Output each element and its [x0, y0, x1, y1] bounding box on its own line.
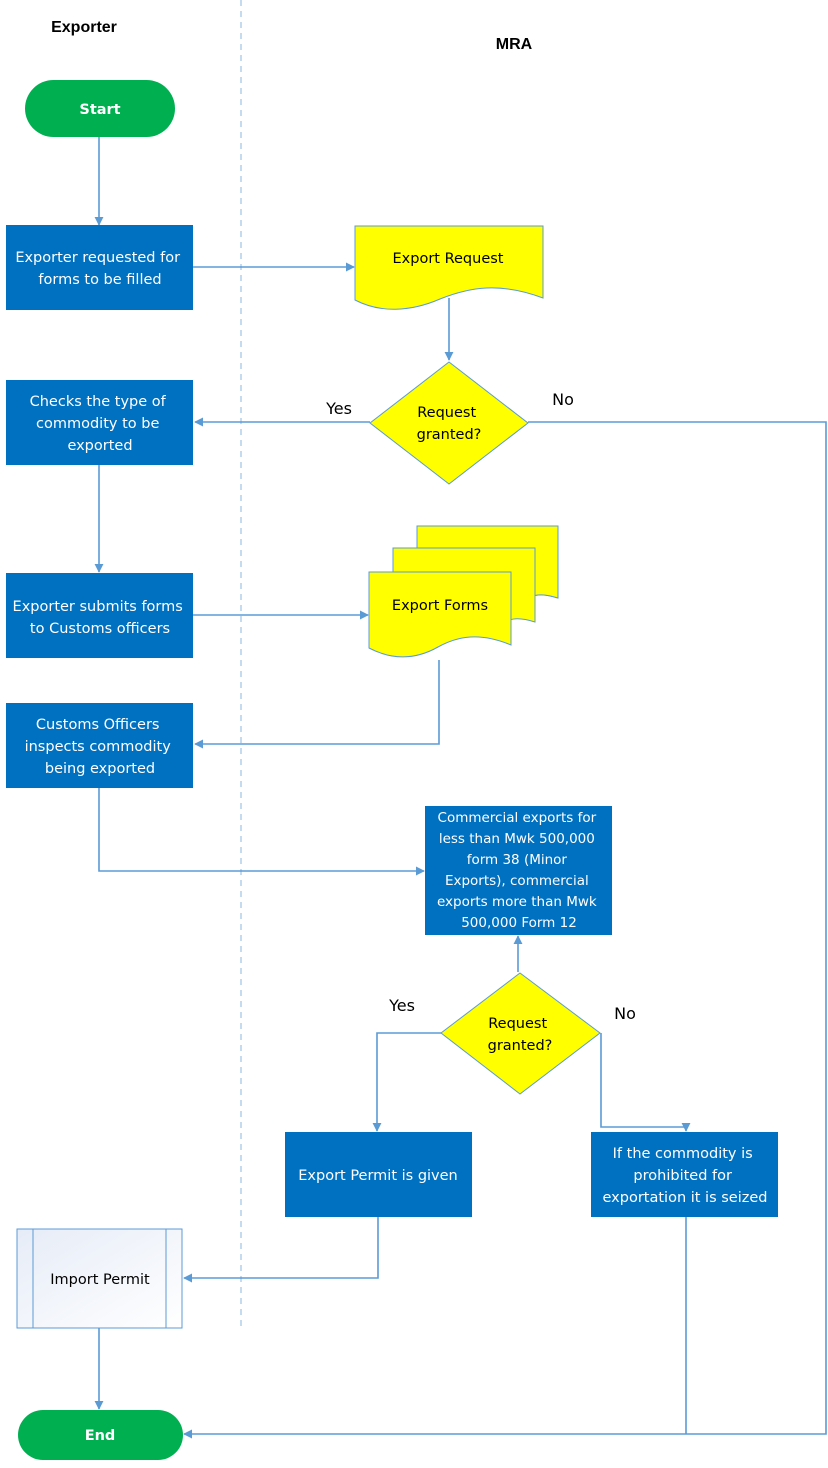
- process-check-commodity: Checks the type of commodity to be expor…: [6, 380, 193, 465]
- edge-decision-1-no: [183, 421, 827, 1439]
- edge-permit-to-import: [183, 1217, 379, 1283]
- decision-1-no-label: No: [552, 390, 574, 409]
- end-label: End: [85, 1428, 116, 1444]
- svg-text:Checks the type of commo: Checks the type of commodity to be expor…: [30, 394, 171, 454]
- svg-text:Exporter requested for f: Exporter requested for forms to be fille…: [15, 250, 184, 288]
- start-label: Start: [79, 102, 120, 118]
- request-forms-line-2: forms to be filled: [38, 272, 161, 288]
- submit-forms-line-1: Exporter submits forms: [13, 599, 183, 615]
- decision-1-line-1: Request: [417, 405, 476, 421]
- process-commodity-seized: If the commodity is prohibited for expor…: [591, 1132, 778, 1217]
- lane-title-mra: MRA: [496, 36, 533, 53]
- document-export-request: Export Request: [354, 225, 544, 310]
- commercial-line-6: 500,000 Form 12: [461, 915, 577, 931]
- decision-2-yes-label: Yes: [388, 996, 415, 1015]
- inspect-line-3: being exported: [45, 761, 155, 777]
- process-commercial-exports: Commercial exports for less than Mwk 500…: [425, 806, 612, 935]
- end-terminal: End: [18, 1410, 183, 1460]
- seized-line-3: exportation it is seized: [603, 1190, 768, 1206]
- multidocument-export-forms: Export Forms: [368, 525, 559, 658]
- svg-text:If the commodity is proh: If the commodity is prohibited for expor…: [603, 1146, 768, 1206]
- check-commodity-line-1: Checks the type of: [30, 394, 167, 410]
- commercial-line-1: Commercial exports for: [438, 810, 597, 826]
- process-inspect-commodity: Customs Officers inspects commodity bein…: [6, 703, 193, 788]
- svg-text:Request granted?: Request granted?: [488, 1016, 553, 1054]
- decision-request-granted-1: Request granted?: [369, 361, 529, 485]
- svg-text:Exporter submits forms t: Exporter submits forms to Customs office…: [13, 599, 188, 637]
- start-terminal: Start: [25, 80, 175, 137]
- subprocess-import-permit: Import Permit: [16, 1228, 183, 1329]
- lane-title-exporter: Exporter: [51, 19, 117, 36]
- svg-text:Customs Officers inspect: Customs Officers inspects commodity bein…: [25, 717, 176, 777]
- edge-decision-2-yes: [372, 1032, 442, 1132]
- check-commodity-line-2: commodity to be: [36, 416, 159, 432]
- submit-forms-line-2: to Customs officers: [30, 621, 170, 637]
- seized-line-1: If the commodity is: [613, 1146, 753, 1162]
- process-request-forms: Exporter requested for forms to be fille…: [6, 225, 193, 310]
- request-forms-line-1: Exporter requested for: [15, 250, 180, 266]
- svg-text:Commercial exports for l: Commercial exports for less than Mwk 500…: [437, 810, 601, 931]
- seized-line-2: prohibited for: [633, 1168, 732, 1184]
- inspect-line-1: Customs Officers: [36, 717, 160, 733]
- check-commodity-line-3: exported: [67, 438, 132, 454]
- decision-2-line-1: Request: [488, 1016, 547, 1032]
- decision-1-yes-label: Yes: [325, 399, 352, 418]
- commercial-line-3: form 38 (Minor: [467, 852, 568, 868]
- decision-2-line-2: granted?: [488, 1038, 553, 1054]
- svg-text:Request granted?: Request granted?: [417, 405, 482, 443]
- export-forms-label: Export Forms: [392, 598, 488, 614]
- edge-decision-2-no: [600, 1033, 691, 1132]
- import-permit-label: Import Permit: [50, 1272, 150, 1288]
- decision-request-granted-2: Request granted?: [440, 972, 601, 1095]
- commercial-line-5: exports more than Mwk: [437, 894, 597, 910]
- decision-2-no-label: No: [614, 1004, 636, 1023]
- inspect-line-2: inspects commodity: [25, 739, 172, 755]
- export-request-label: Export Request: [393, 251, 504, 267]
- process-permit-given: Export Permit is given: [285, 1132, 472, 1217]
- edge-inspect-to-commercial: [98, 788, 425, 876]
- process-submit-forms: Exporter submits forms to Customs office…: [6, 573, 193, 658]
- decision-1-line-2: granted?: [417, 427, 482, 443]
- permit-given-label: Export Permit is given: [298, 1168, 458, 1184]
- commercial-line-2: less than Mwk 500,000: [439, 831, 595, 847]
- edge-export-forms-to-inspect: [194, 660, 440, 749]
- commercial-line-4: Exports), commercial: [445, 873, 589, 889]
